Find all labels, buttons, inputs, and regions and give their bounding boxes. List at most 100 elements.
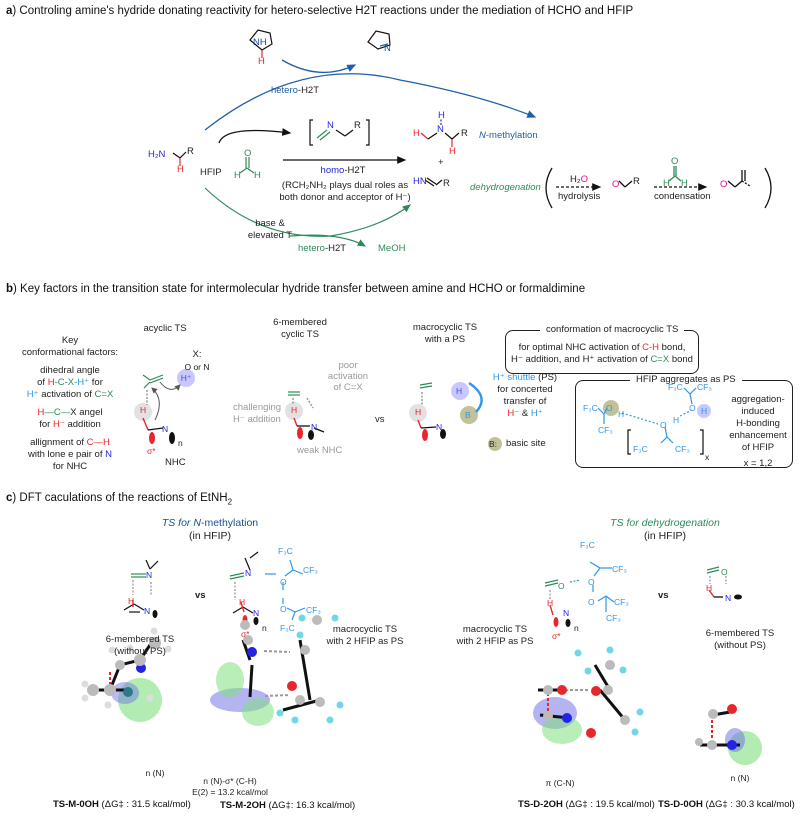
conformation-box-title: conformation of macrocyclic TS: [540, 324, 685, 335]
d2-label-line1: macrocyclic TS: [462, 624, 528, 635]
m2-f3c: F₃C: [278, 546, 293, 556]
acyclic-sigma-h: H: [140, 405, 147, 415]
d0-label-line1: 6-membered TS: [705, 628, 775, 639]
shuttle-line3: transfer of: [503, 396, 547, 407]
d2-o-bottom: O: [588, 597, 595, 607]
product-r: R: [461, 128, 468, 139]
d0-o: O: [721, 567, 728, 577]
base-line2: elevated T: [247, 230, 293, 241]
cyclic-ts-line2: cyclic TS: [281, 329, 319, 340]
x-label-line1: X:: [192, 349, 202, 360]
x-label-line2: O or N: [184, 362, 210, 372]
acyclic-hplus: H⁺: [180, 373, 192, 383]
orbital-label-m2-line1: n (N)-σ* (C-H): [203, 776, 257, 786]
challenging-line1: challenging: [233, 402, 282, 413]
product-h-top: H: [438, 110, 445, 121]
base-line1: base &: [255, 218, 285, 229]
align-line1: allignment of C—H: [30, 437, 110, 448]
challenging-line2: H⁻ addition: [233, 414, 281, 425]
m2-n: N: [245, 568, 252, 578]
shuttle-line1: H⁺ shuttle (PS): [492, 372, 558, 383]
m2-n-lone: n: [262, 623, 267, 633]
plus-sign: +: [438, 157, 444, 168]
dihedral-line2: of H-C-X-H⁺ for: [37, 377, 103, 388]
hcho-h2: H: [254, 170, 261, 181]
dehydrogenation-label: dehydrogenation: [470, 182, 541, 193]
condensation-hcho-o: O: [671, 156, 679, 167]
meoh-arrow: [289, 234, 367, 247]
m2-sigma-star: σ*: [241, 629, 250, 639]
conformation-line1: for optimal NHC activation of C-H bond,: [518, 342, 686, 353]
orbital-label-d2: π (C-N): [545, 778, 575, 788]
m2-label-line1: macrocyclic TS: [332, 624, 398, 635]
hydrolysis-label: hydrolysis: [558, 191, 601, 202]
orbital-label-m0: n (N): [145, 768, 165, 778]
hetero-h2t-bottom-label: hetero-H2T: [298, 243, 347, 254]
hfip-note-line2: induced: [741, 406, 775, 417]
cyclic-n: N: [311, 422, 318, 432]
m0-label-line1: 6-membered TS: [105, 634, 175, 645]
m2-h-transfer: H: [239, 597, 246, 607]
align-line3: for NHC: [52, 461, 88, 472]
pyrrolidine-h: H: [258, 56, 265, 67]
d2-o-top: O: [588, 577, 595, 587]
enal-o: O: [720, 179, 728, 190]
homo-note-line1: (RCH₂NH₂ plays dual roles as: [281, 180, 409, 191]
basic-site-b: B:: [489, 439, 498, 449]
d2-f3c: F₃C: [580, 540, 595, 550]
orbital-label-m2-line2: E(2) = 13.2 kcal/mol: [192, 787, 268, 797]
macro-ts-line1: macrocyclic TS: [412, 322, 478, 333]
hfip-x-subscript: x: [705, 452, 710, 462]
acyclic-ts-label: acyclic TS: [143, 323, 187, 334]
hfip-f3c-3: F₃C: [633, 444, 648, 454]
weak-nhc: weak NHC: [297, 445, 343, 456]
acyclic-n-lone: n: [178, 438, 183, 448]
m0-label-line2: (without PS): [114, 646, 166, 657]
d2-cf3-mid: CF₃: [614, 597, 629, 607]
dihedral-line3: H⁺ activation of C=X: [26, 389, 114, 400]
ts-methylation-heading: TS for N-methylation: [161, 517, 259, 529]
conformation-line2: H⁻ addition, and H⁺ activation of C=X bo…: [511, 354, 693, 365]
acyclic-nhc: NHC: [165, 457, 186, 468]
hfip-h-2: H: [701, 406, 708, 416]
hfip-f3c-1: F₃C: [583, 403, 598, 413]
meoh-label: MeOH: [378, 243, 406, 254]
macro-h-site: H: [456, 386, 463, 396]
product-h-bottom: H: [449, 146, 456, 157]
energy-ts-d-2oh: TS-D-2OH (ΔG‡ : 19.5 kcal/mol): [518, 799, 655, 810]
d2-cf3-top: CF₃: [612, 564, 627, 574]
hfip-cf3-1: CF₃: [598, 425, 613, 435]
condensation-hcho-h2: H: [681, 178, 688, 189]
energy-ts-d-0oh: TS-D-0OH (ΔG‡ : 30.3 kcal/mol): [658, 799, 795, 810]
orbital-label-d0: n (N): [730, 773, 750, 783]
m2-n-amine: N: [253, 608, 260, 618]
cyclic-h: H: [291, 405, 298, 415]
macro-n: N: [436, 422, 443, 432]
basic-site-label: basic site: [506, 438, 546, 449]
key-factors-line1: Key: [61, 335, 79, 346]
macro-hydride-h: H: [415, 407, 422, 417]
macro-b-site: B: [465, 410, 471, 420]
panel-a-title: a) Controling amine's hydride donating r…: [6, 5, 634, 17]
d2-sigma-star: σ*: [552, 631, 561, 641]
homo-h2t-label: homo-H2T: [320, 165, 366, 176]
condensation-label: condensation: [654, 191, 711, 202]
imine-product-r: R: [443, 178, 450, 189]
d2-h-transfer: H: [547, 598, 554, 608]
energy-ts-m-0oh: TS-M-0OH (ΔG‡ : 31.5 kcal/mol): [53, 799, 191, 810]
hfip-f3c-2: F₃C: [668, 382, 683, 392]
hfip-h-1: H: [618, 409, 625, 419]
imine-r: R: [354, 120, 361, 131]
amine-reactant: H₂N: [148, 149, 166, 160]
ts-dehydro-solvent: (in HFIP): [644, 530, 686, 542]
angle-line1: H—C—X angel: [37, 407, 103, 418]
ts-dehydro-heading: TS for dehydrogenation: [610, 517, 720, 529]
poor-line3: of C=X: [333, 382, 363, 393]
d0-label-line2: (without PS): [714, 640, 766, 651]
poor-line2: activation: [327, 371, 369, 382]
hfip-o-1: O: [606, 403, 613, 413]
vs-label-b: vs: [375, 414, 385, 425]
aldehyde-o: O: [612, 179, 620, 190]
m2-f3c-bottom: F₃C: [280, 623, 295, 633]
d2-n-lone: n: [574, 623, 579, 633]
